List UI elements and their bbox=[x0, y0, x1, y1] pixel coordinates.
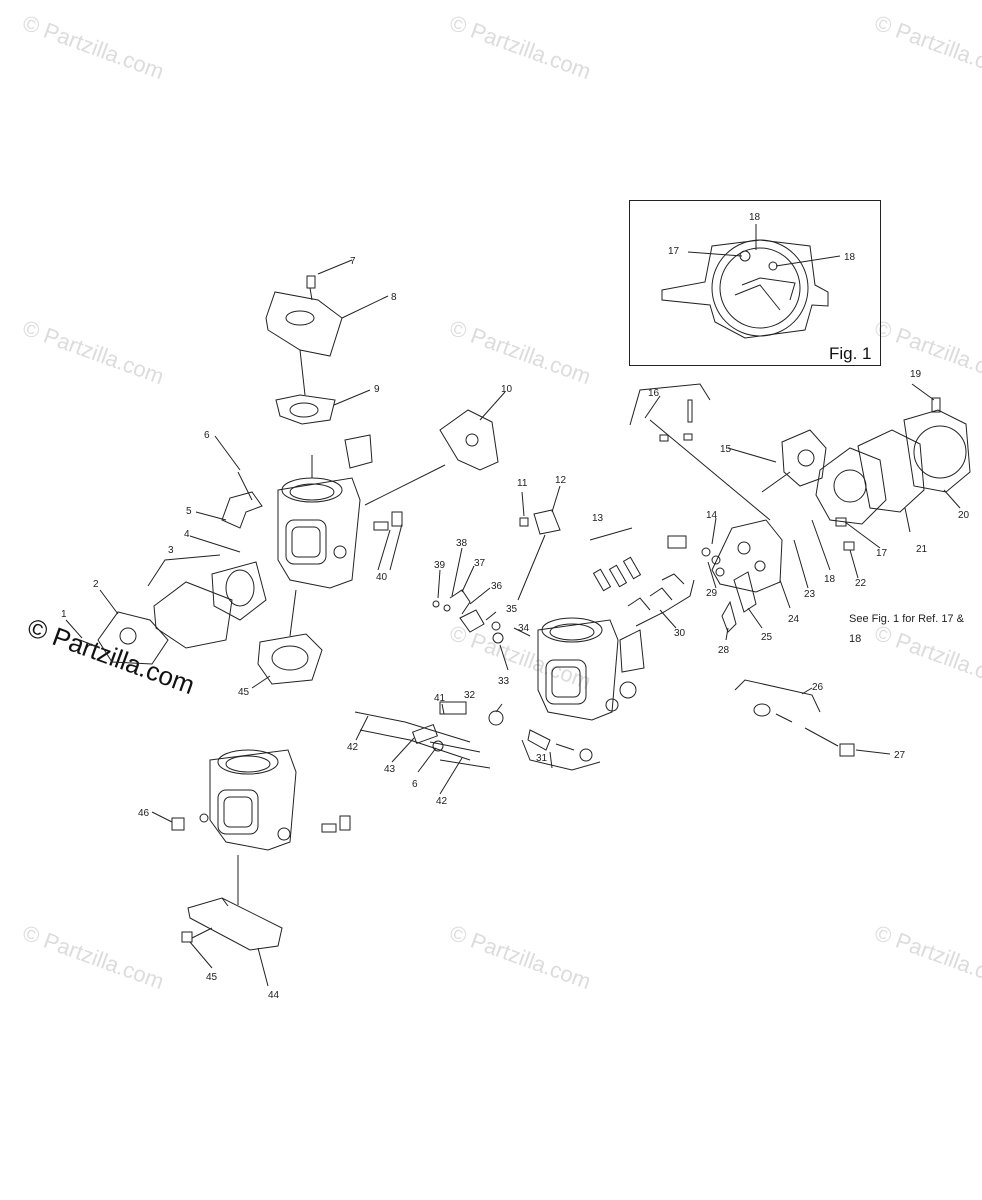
callout: 6 bbox=[412, 779, 418, 790]
callout: 21 bbox=[916, 544, 928, 555]
bracket-44 bbox=[181, 897, 283, 951]
callout: 32 bbox=[464, 690, 476, 701]
leader-lines bbox=[65, 259, 961, 987]
callout: 33 bbox=[498, 676, 510, 687]
callout: 5 bbox=[186, 506, 192, 517]
callout: 43 bbox=[384, 764, 396, 775]
callout: 23 bbox=[804, 589, 816, 600]
callout: 16 bbox=[648, 388, 660, 399]
callout: 26 bbox=[812, 682, 824, 693]
callout: 2 bbox=[93, 579, 99, 590]
inset-callout: 17 bbox=[668, 246, 680, 257]
pump-body-2 bbox=[79, 611, 169, 665]
inset-callout: 18 bbox=[844, 252, 856, 263]
gasket-9 bbox=[275, 394, 336, 425]
callout: 37 bbox=[474, 558, 486, 569]
fuel-hose-5 bbox=[221, 471, 263, 529]
callout: 34 bbox=[518, 623, 530, 634]
callout: 45 bbox=[238, 687, 250, 698]
callout: 15 bbox=[720, 444, 732, 455]
carburetor-upper-left bbox=[277, 434, 373, 589]
reference-note: See Fig. 1 for Ref. 17 & 18 bbox=[849, 613, 964, 645]
diaphragm-stack-20-21 bbox=[815, 397, 971, 551]
fig1-title: Fig. 1 bbox=[829, 344, 872, 363]
callout: 18 bbox=[824, 574, 836, 585]
callout: 44 bbox=[268, 990, 280, 1001]
callout: 42 bbox=[347, 742, 359, 753]
spring-parts-16 bbox=[629, 383, 771, 521]
nozzle-11-12 bbox=[517, 509, 561, 601]
callout: 46 bbox=[138, 808, 150, 819]
callout: 36 bbox=[491, 581, 503, 592]
gasket-47 bbox=[257, 589, 323, 685]
callout: 28 bbox=[718, 645, 730, 656]
callout: 1 bbox=[61, 609, 67, 620]
callout: 9 bbox=[374, 384, 380, 395]
callout: 17 bbox=[876, 548, 888, 559]
callout: 7 bbox=[350, 256, 356, 267]
callout: 38 bbox=[456, 538, 468, 549]
mounting-plate-8 bbox=[265, 291, 343, 396]
choke-parts-33-39 bbox=[432, 589, 504, 644]
callout: 39 bbox=[434, 560, 446, 571]
callout: 8 bbox=[391, 292, 397, 303]
callout: 6 bbox=[204, 430, 210, 441]
screws-40 bbox=[373, 511, 403, 531]
callout: 27 bbox=[894, 750, 906, 761]
callout: 19 bbox=[910, 369, 922, 380]
callout: 35 bbox=[506, 604, 518, 615]
callout: 3 bbox=[168, 545, 174, 556]
callout: 30 bbox=[674, 628, 686, 639]
callout: 13 bbox=[592, 513, 604, 524]
callout: 29 bbox=[706, 588, 718, 599]
callout: 20 bbox=[958, 510, 970, 521]
callout: 10 bbox=[501, 384, 513, 395]
fuel-pump-cover-10 bbox=[364, 409, 499, 506]
callout: 14 bbox=[706, 510, 718, 521]
callout: 25 bbox=[761, 632, 773, 643]
callout: 22 bbox=[855, 578, 867, 589]
callout: 12 bbox=[555, 475, 567, 486]
callout: 24 bbox=[788, 614, 800, 625]
carburetor-lower-left bbox=[171, 749, 351, 905]
callout-labels: 7 8 9 10 6 5 4 3 2 1 45 40 11 12 13 14 1… bbox=[61, 212, 970, 1001]
callout: 41 bbox=[434, 693, 446, 704]
callout: 4 bbox=[184, 529, 190, 540]
adjuster-31 bbox=[521, 729, 601, 771]
callout: 11 bbox=[517, 478, 528, 489]
fig1-inset bbox=[629, 200, 881, 366]
callout: 31 bbox=[536, 753, 548, 764]
fuel-line-42 bbox=[354, 701, 504, 769]
callout: 42 bbox=[436, 796, 448, 807]
inset-callout: 18 bbox=[749, 212, 761, 223]
fig1-diaphragm-drawing bbox=[661, 224, 841, 339]
throttle-parts-30 bbox=[592, 556, 695, 627]
callout: 45 bbox=[206, 972, 218, 983]
callout: 40 bbox=[376, 572, 388, 583]
gasket-set-3 bbox=[147, 554, 267, 649]
carburetor-center bbox=[537, 617, 645, 721]
needle-26-27 bbox=[734, 679, 855, 757]
pump-assembly-15-24 bbox=[667, 429, 827, 593]
lever-25-28 bbox=[721, 571, 757, 633]
